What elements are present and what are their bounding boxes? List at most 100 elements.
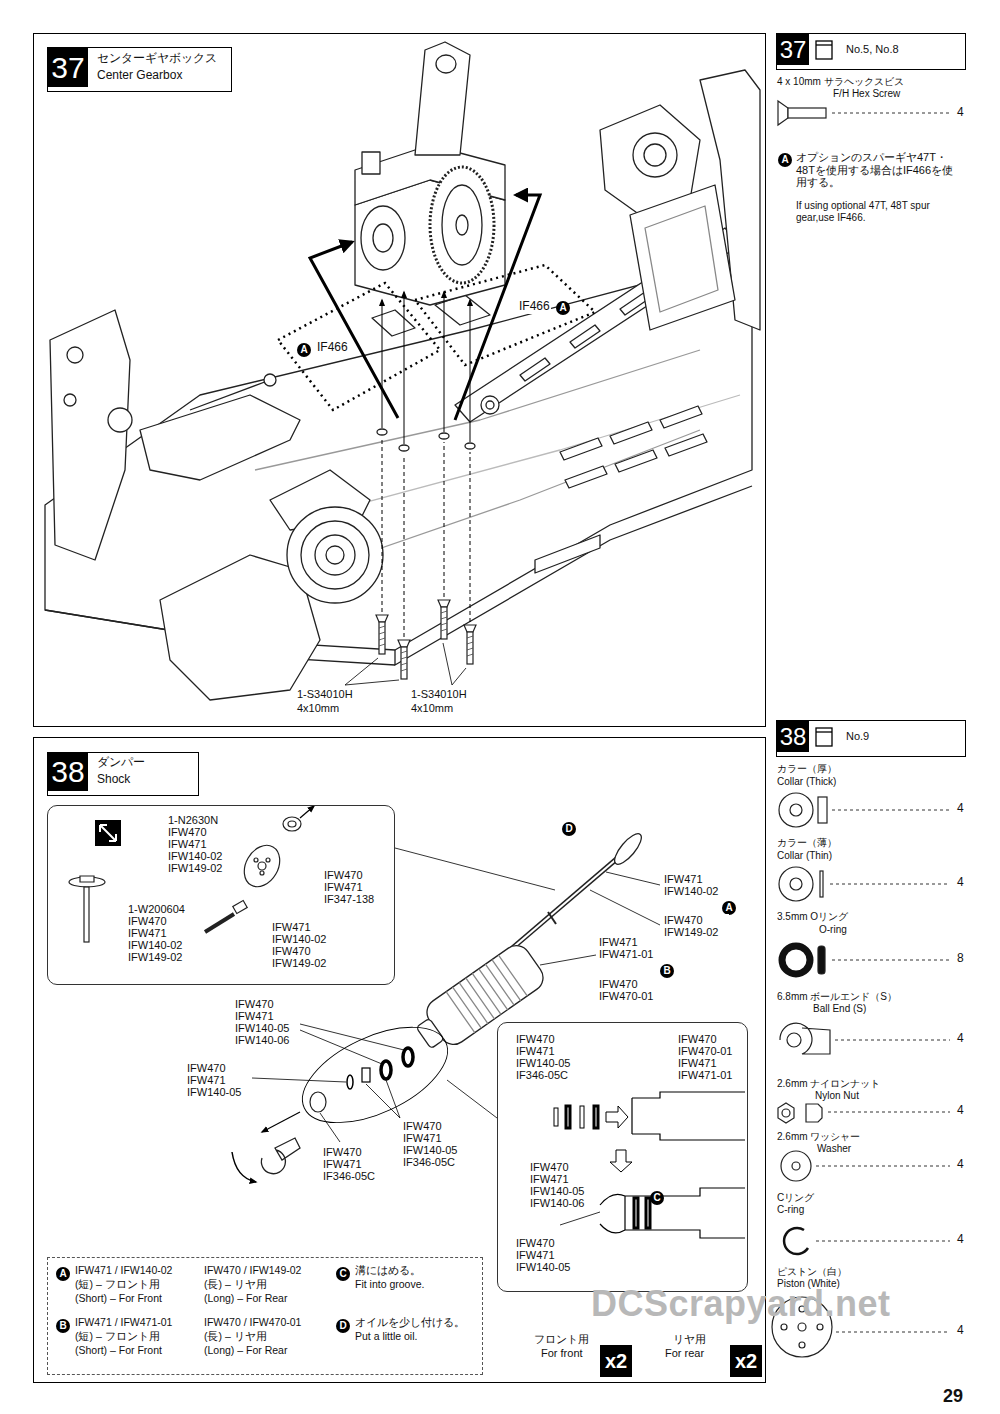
line-art [778,101,788,125]
quantity-badge: x2 [730,1345,762,1377]
callout-letter: A [56,1267,70,1281]
line-art [379,626,385,628]
step-header: 38ダンパーShock [47,752,199,796]
line-art [590,890,660,925]
line-art [108,408,132,432]
part-label: F/H Hex Screw [832,88,901,100]
line-art [600,1188,745,1238]
line-art [362,152,380,174]
line-art [310,1092,326,1112]
line-art [366,1084,400,1118]
line-art [252,1078,346,1082]
part-label: Collar (Thick) [776,776,837,788]
part-label: 4 x 10mm サラヘックスビス [776,76,905,88]
part-label: Ball End (S) [812,1003,867,1015]
step-number: 38 [48,753,88,791]
part-label: IF466 [518,300,551,314]
step-number: 38 [777,721,809,752]
part-number-list: IFW471 IFW140-02 [663,873,729,897]
line-art [232,1152,256,1182]
line-art [456,215,468,235]
line-art [782,1109,790,1117]
line-art [606,872,660,885]
line-art [780,1023,830,1054]
part-label: 3.5mm Oリング [776,911,849,923]
line-art [45,255,752,650]
part-number-list: IFW470 IFW471 IFW140-05 [515,1237,581,1273]
step-header: 37センターギヤボックスCenter Gearbox [47,47,232,92]
callout-letter: A [722,901,736,915]
line-art [816,810,950,1332]
line-art [262,1112,300,1132]
line-art [320,1113,340,1142]
line-art [345,680,399,685]
step-number: 37 [48,48,88,87]
line-art [832,960,950,961]
part-label: 2.6mm ワッシャー [776,1131,861,1143]
caption-text: IFW470 / IFW149-02 [203,1264,302,1276]
line-art [779,793,813,827]
line-art [140,395,300,480]
line-art [362,1068,370,1082]
line-art [361,206,405,270]
line-art [441,623,447,625]
callout-letter: D [336,1319,350,1333]
line-art [632,1092,745,1140]
line-art [441,607,447,639]
line-art [64,394,76,406]
line-art [264,374,276,386]
caption-text: Shock [96,773,131,787]
line-art [379,611,473,671]
line-art [34,34,766,727]
line-art [817,1324,823,1330]
quantity-badge: x2 [600,1345,632,1377]
line-art [467,654,473,656]
line-art [806,1104,822,1122]
line-art [436,55,456,73]
line-art [565,466,607,488]
line-art [67,347,83,363]
part-number-list: IFW471 IFW140-02 IFW470 IFW149-02 [271,921,337,969]
part-label: Collar (Thin) [776,850,833,862]
note-box: AIFW471 / IFW140-02(短) – フロント用(Short) – … [47,1257,483,1375]
part-number-list: IFW471 IFW471-01 [598,936,664,960]
line-art [788,108,826,118]
callout-letter: D [562,822,576,836]
line-art [470,300,471,442]
step-number: 37 [777,34,809,65]
line-art [260,871,264,875]
line-art [645,206,718,312]
line-art [520,358,550,381]
part-label: Cリング [776,1192,815,1204]
part-label: IF466 [316,341,349,355]
part-label: 4x10mm [410,702,454,715]
line-art [816,1241,950,1242]
part-label: カラー（厚） [776,763,838,775]
part-number-list: IFW470 IFW471 IFW140-05 IFW140-06 [529,1161,595,1209]
line-art [799,1342,805,1348]
line-art [300,806,314,818]
page-number: 29 [942,1386,964,1407]
parts-header: 38No.9 [776,720,966,757]
part-number-list: IFW470 IFW470-01 [598,978,664,1002]
caption-text: Fit into groove. [354,1278,425,1290]
caption-text: (短) – フロント用 [74,1278,161,1290]
callout-letter: B [56,1319,70,1333]
line-art [382,300,383,428]
line-art [560,1212,600,1225]
line-art [467,642,473,644]
line-art [386,1080,400,1118]
line-art [818,797,827,823]
line-art [438,600,450,607]
caption-text: (Short) – For Front [74,1292,163,1304]
part-label: 4x10mm [296,702,340,715]
line-art [820,871,823,897]
line-art [403,1048,413,1066]
part-label: ピストン（白） [776,1266,848,1278]
callout-letter: B [660,964,674,978]
line-art [398,640,410,647]
caption-text: (Long) – For Rear [203,1344,288,1356]
part-label: Nylon Nut [814,1090,860,1102]
line-art [69,877,105,887]
part-number-list: IFW470 IFW149-02 [663,914,729,938]
